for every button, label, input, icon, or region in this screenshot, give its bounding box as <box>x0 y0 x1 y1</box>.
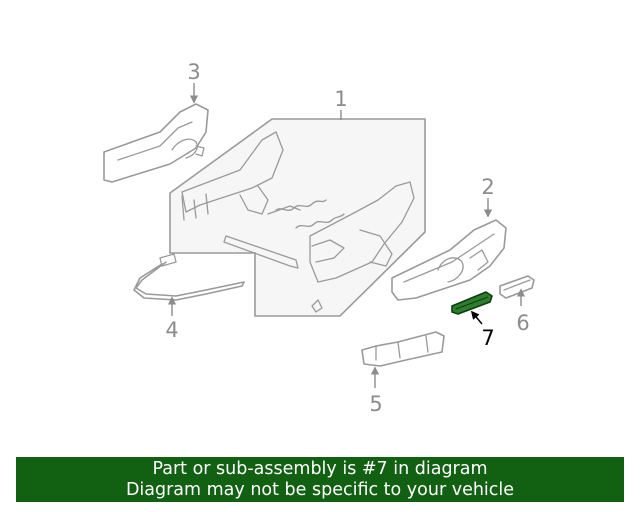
info-banner: Part or sub-assembly is #7 in diagram Di… <box>16 457 624 502</box>
callout-4: 4 <box>165 318 178 342</box>
part-4-wire-rod <box>133 253 245 301</box>
part-6-cap <box>499 275 535 299</box>
part-7-lever-handle[interactable] <box>451 291 493 315</box>
banner-line-2: Diagram may not be specific to your vehi… <box>125 480 515 500</box>
part-2-inner-cover <box>391 219 507 301</box>
callout-3: 3 <box>187 60 200 84</box>
part-5-lower-trim <box>361 331 445 367</box>
parts-diagram: 1 2 3 4 5 6 7 <box>103 60 535 416</box>
part-3-outer-cover <box>103 103 209 183</box>
callout-7: 7 <box>481 326 494 350</box>
banner-line-1: Part or sub-assembly is #7 in diagram <box>152 459 488 479</box>
callout-5: 5 <box>369 392 382 416</box>
callout-6: 6 <box>516 311 529 335</box>
part-1-seat-frame <box>169 118 426 317</box>
callout-1: 1 <box>334 87 347 111</box>
leader-7 <box>470 310 483 325</box>
callout-2: 2 <box>481 175 494 199</box>
